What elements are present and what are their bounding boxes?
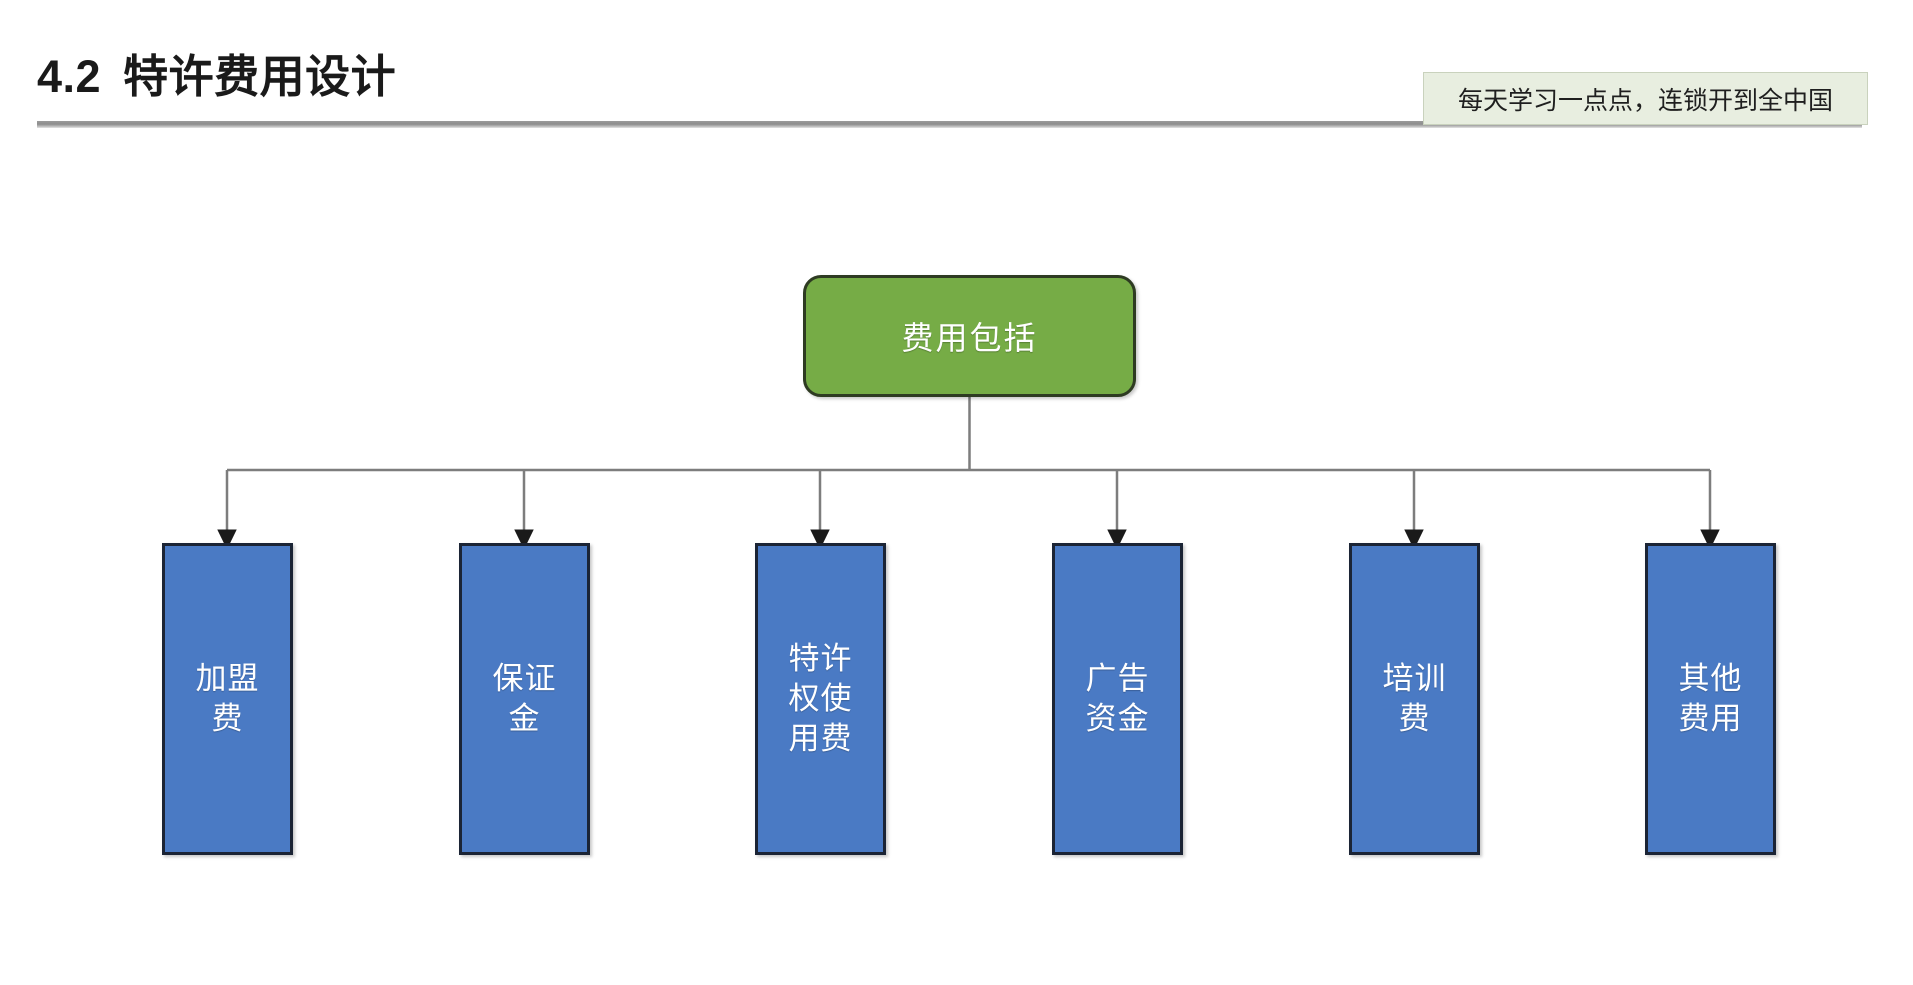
tagline-badge: 每天学习一点点，连锁开到全中国 xyxy=(1423,72,1868,125)
page-title-number: 4.2 xyxy=(37,51,102,102)
leaf-node-franchise-fee[interactable]: 加盟 费 xyxy=(162,543,293,855)
leaf-node-deposit[interactable]: 保证 金 xyxy=(459,543,590,855)
page-title: 4.2 特许费用设计 xyxy=(37,40,396,105)
leaf-node-label: 特许 权使 用费 xyxy=(788,641,853,756)
fee-structure-diagram: 费用包括 加盟 费 保证 金 特许 权使 用费 广告 资金 培训 费 其他 费用 xyxy=(0,140,1913,985)
root-node-label: 费用包括 xyxy=(901,320,1038,356)
root-node-fee-includes[interactable]: 费用包括 xyxy=(803,275,1136,397)
tagline-text: 每天学习一点点，连锁开到全中国 xyxy=(1457,86,1833,115)
leaf-node-advertising-fund[interactable]: 广告 资金 xyxy=(1052,543,1183,855)
header-divider-rule xyxy=(37,121,1862,128)
leaf-node-label: 其他 费用 xyxy=(1678,661,1743,736)
leaf-node-label: 保证 金 xyxy=(492,661,557,736)
leaf-node-training-fee[interactable]: 培训 费 xyxy=(1349,543,1480,855)
slide-header: 4.2 特许费用设计 每天学习一点点，连锁开到全中国 xyxy=(0,0,1913,140)
leaf-node-label: 培训 费 xyxy=(1382,661,1447,736)
page-title-text: 特许费用设计 xyxy=(123,51,397,102)
leaf-node-label: 广告 资金 xyxy=(1085,661,1150,736)
leaf-node-royalty-fee[interactable]: 特许 权使 用费 xyxy=(755,543,886,855)
leaf-node-label: 加盟 费 xyxy=(195,661,260,736)
leaf-node-other-fees[interactable]: 其他 费用 xyxy=(1645,543,1776,855)
